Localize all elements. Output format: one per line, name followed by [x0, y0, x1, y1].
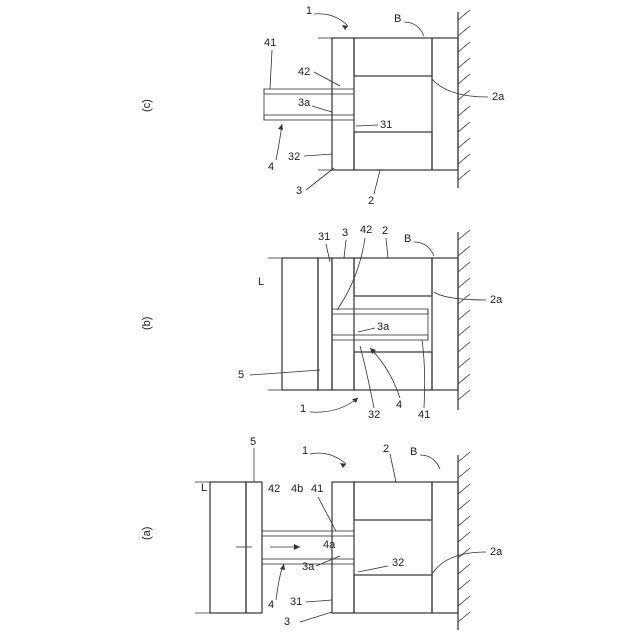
caption-a: (a)	[141, 527, 153, 540]
member-5-a	[246, 482, 262, 613]
caption-c: (c)	[141, 99, 153, 112]
label-4-a: 4	[268, 599, 274, 611]
label-31-c: 31	[380, 119, 392, 131]
label-3-c: 3	[296, 185, 302, 197]
tube-wall-upper-a	[262, 531, 354, 536]
label-41-c: 41	[264, 37, 276, 49]
label-41-a: 41	[311, 483, 323, 495]
label-42-c: 42	[298, 66, 310, 78]
label-L-a: L	[201, 482, 207, 494]
member-3-a	[332, 482, 354, 613]
member-2-lower-b	[354, 352, 432, 390]
workpiece-L-a	[210, 482, 246, 613]
label-2a-c: 2a	[492, 91, 505, 103]
tube-wall-lower-b	[332, 335, 428, 340]
member-2-upper-a	[354, 482, 432, 520]
label-3a-b: 3a	[377, 321, 390, 333]
label-41-b: 41	[418, 409, 430, 421]
label-B-a: B	[410, 446, 417, 458]
label-42-b: 42	[360, 224, 372, 236]
member-2-lower-a	[354, 575, 432, 613]
label-3a-a: 3a	[302, 561, 315, 573]
label-42-a: 42	[268, 483, 280, 495]
figure-c: (c) 1 B 41 42 3a	[141, 5, 505, 207]
figure-b: (b) 31 3 42 2	[141, 224, 503, 421]
member-2-lower-c	[354, 132, 432, 170]
base-B-a	[432, 482, 458, 613]
member-3-c	[332, 38, 354, 170]
label-5-b: 5	[238, 369, 244, 381]
label-4-b: 4	[396, 399, 402, 411]
label-2a-a: 2a	[490, 546, 503, 558]
label-5-a: 5	[250, 436, 256, 448]
label-3-a: 3	[284, 616, 290, 628]
label-2a-b: 2a	[490, 294, 503, 306]
member-5-b	[318, 258, 332, 390]
label-4b-a: 4b	[291, 483, 303, 495]
member-2-upper-c	[354, 38, 432, 76]
label-32-b: 32	[368, 409, 380, 421]
tube-wall-upper-c	[264, 89, 354, 94]
label-1-b: 1	[300, 403, 306, 415]
member-3-b	[332, 258, 354, 390]
base-B-c	[432, 38, 458, 170]
label-3a-c: 3a	[298, 97, 311, 109]
tube-wall-upper-b	[332, 309, 428, 314]
label-32-a: 32	[392, 557, 404, 569]
label-4a-a: 4a	[323, 539, 336, 551]
figure-a: (a) 5 1 2	[141, 436, 503, 630]
label-1-a: 1	[302, 445, 308, 457]
label-31-a: 31	[290, 596, 302, 608]
label-B-b: B	[404, 233, 411, 245]
label-4-c: 4	[268, 161, 274, 173]
member-2-upper-b	[354, 258, 432, 296]
label-L-b: L	[258, 276, 264, 288]
base-B-b	[432, 258, 458, 390]
caption-b: (b)	[141, 317, 153, 330]
label-1-c: 1	[306, 5, 312, 17]
label-2-c: 2	[368, 195, 374, 207]
label-3-b: 3	[342, 227, 348, 239]
label-2-b: 2	[382, 225, 388, 237]
label-32-c: 32	[288, 151, 300, 163]
label-31-b: 31	[318, 231, 330, 243]
label-B-c: B	[394, 13, 401, 25]
label-2-a: 2	[383, 443, 389, 455]
tube-wall-lower-c	[264, 115, 354, 120]
